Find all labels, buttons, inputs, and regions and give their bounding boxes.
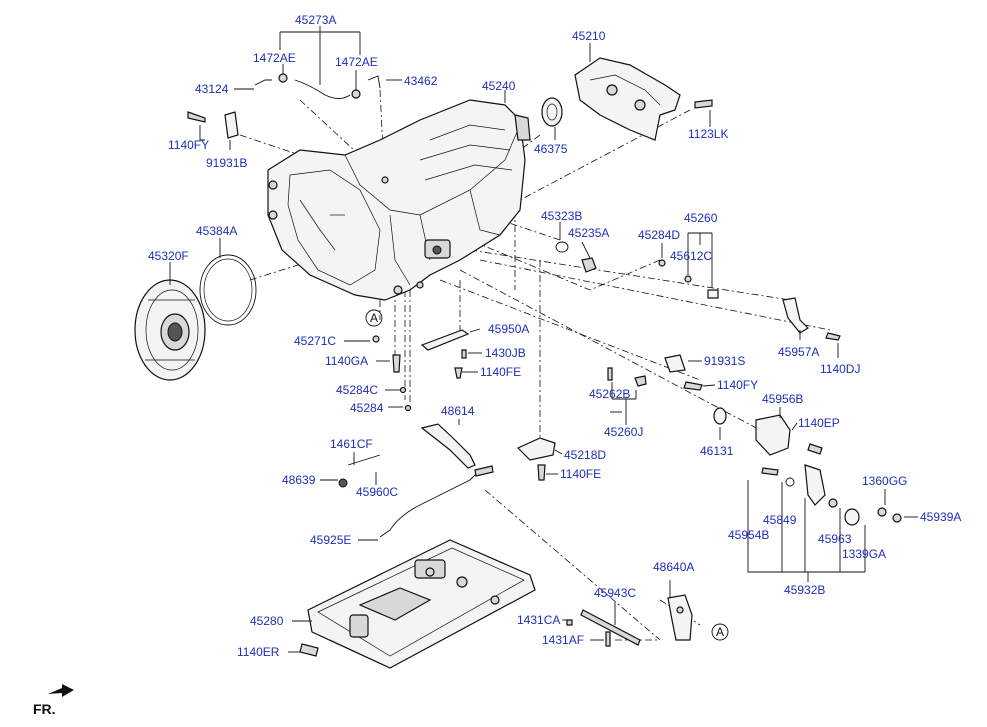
part-label: 1140DJ (820, 362, 860, 376)
front-direction-indicator: FR. (33, 684, 74, 717)
part-label: 45262B (589, 387, 630, 401)
part-label: 1140FE (480, 365, 521, 379)
part-label: 91931B (206, 156, 247, 170)
part-label: 45950A (488, 322, 529, 336)
part-label: 1472AE (253, 51, 296, 65)
oil-seal (541, 97, 563, 127)
part-label: 1461CF (330, 437, 373, 451)
part-label: 45963 (818, 532, 852, 546)
part-label: 45849 (763, 513, 797, 527)
seal-ring (199, 254, 257, 326)
part-labels: 45273A 1472AE 1472AE 43124 43462 45210 4… (148, 13, 961, 659)
part-label: 45280 (250, 614, 284, 628)
bracket-45957A (782, 297, 841, 341)
part-label: 45271C (294, 334, 336, 348)
part-label: 45939A (920, 510, 961, 524)
part-label: 1140FY (717, 378, 758, 392)
transmission-housing (267, 99, 531, 301)
part-label: 1123LK (688, 127, 728, 141)
oil-pan (299, 539, 536, 669)
part-label: 48640A (653, 560, 694, 574)
part-label: 1430JB (485, 346, 526, 360)
part-label: 45943C (594, 586, 636, 600)
part-label: 91931S (704, 354, 745, 368)
part-label: 43462 (404, 74, 438, 88)
part-label: 45320F (148, 249, 189, 263)
part-label: 45240 (482, 79, 516, 93)
reference-marker-a-lower: A (711, 623, 729, 641)
reference-a-text: A (716, 625, 724, 639)
front-label: FR. (33, 701, 56, 717)
part-label: 45612C (670, 249, 712, 263)
part-label: 45284D (638, 228, 680, 242)
reference-a-text: A (370, 311, 378, 325)
bracket-45950A (420, 329, 470, 379)
reference-dashed-lines (239, 89, 831, 641)
part-label: 45284 (350, 401, 384, 415)
sensor-parts (607, 354, 727, 425)
torque-converter (134, 279, 206, 381)
part-label: 46375 (534, 142, 568, 156)
part-label: 1140ER (237, 645, 280, 659)
part-label: 1140FY (168, 138, 209, 152)
gasket-and-washer (555, 241, 597, 273)
part-label: 45960C (356, 485, 398, 499)
filter-strainer-45260 (658, 259, 719, 299)
part-label: 48614 (441, 404, 475, 418)
shift-cable-and-levers (338, 423, 494, 538)
part-label: 45956B (762, 392, 803, 406)
part-label: 1472AE (335, 55, 378, 69)
part-label: 1140FE (560, 467, 601, 481)
reference-marker-a-upper: A (365, 309, 383, 327)
breather-hose-assembly (187, 73, 381, 139)
part-label: 1140EP (798, 416, 840, 430)
front-arrow-icon (48, 684, 74, 697)
part-label: 45954B (728, 528, 769, 542)
part-label: 1431AF (542, 633, 584, 647)
bracket-45218D (516, 437, 556, 481)
part-label: 1339GA (842, 547, 886, 561)
part-label: 45235A (568, 226, 609, 240)
part-label: 45384A (196, 224, 237, 238)
manual-shaft (566, 609, 641, 647)
part-label: 45260J (604, 425, 643, 439)
part-label: 45932B (784, 583, 825, 597)
part-label: 46131 (700, 444, 734, 458)
bolts-left-column (372, 335, 412, 412)
part-label: 48639 (282, 473, 316, 487)
part-label: 45957A (778, 345, 819, 359)
part-label: 45260 (684, 211, 718, 225)
part-label: 1140GA (325, 354, 368, 368)
part-label: 45210 (572, 29, 606, 43)
part-label: 45218D (564, 448, 606, 462)
part-label: 45925E (310, 533, 351, 547)
mount-bracket (574, 57, 713, 141)
part-label: 1360GG (862, 474, 907, 488)
shift-lever-group (761, 464, 902, 526)
part-label: 1431CA (517, 613, 560, 627)
leader-lines (169, 26, 918, 653)
part-label: 45273A (295, 13, 336, 27)
part-label: 43124 (195, 82, 229, 96)
part-label: 45284C (336, 383, 378, 397)
part-label: 45323B (541, 209, 582, 223)
bracket-48640A (667, 594, 693, 641)
